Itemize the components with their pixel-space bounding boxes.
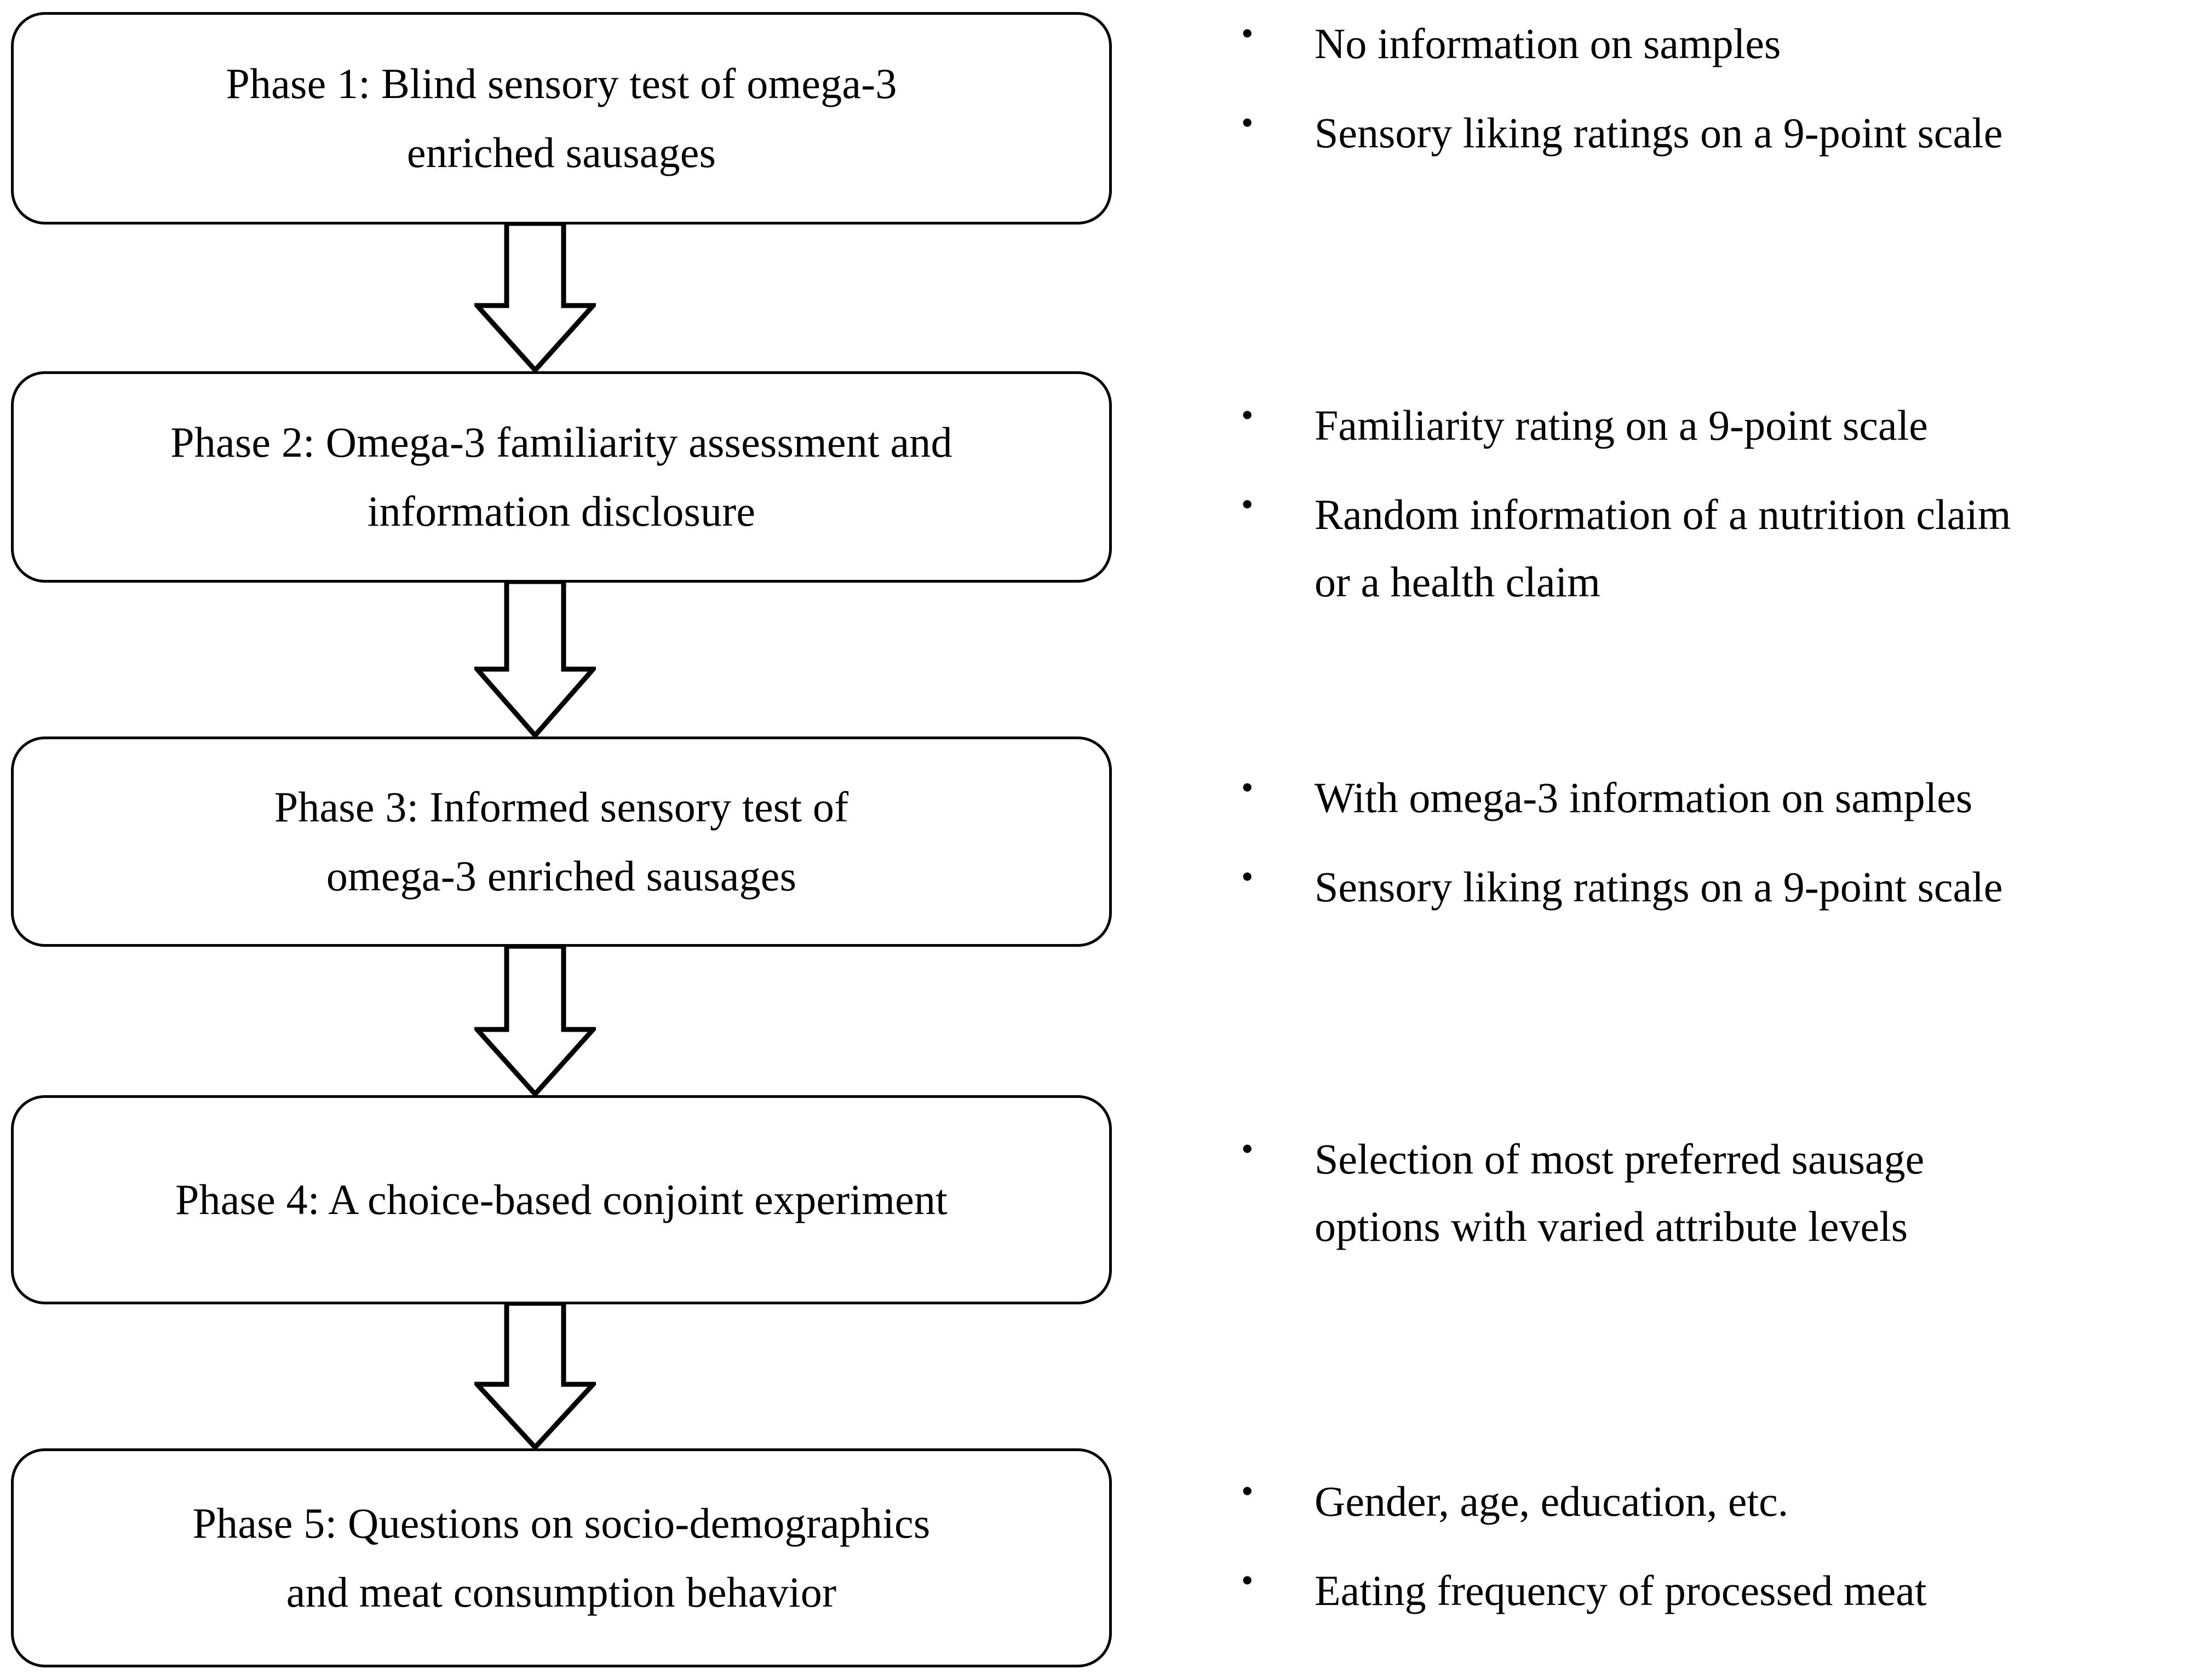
bullet-text: No information on samples — [1315, 20, 1781, 67]
list-item: • No information on samples — [1232, 10, 2196, 77]
phase-box-5-label: Phase 5: Questions on socio-demographics… — [192, 1499, 931, 1616]
phase-box-1: Phase 1: Blind sensory test of omega-3 e… — [11, 12, 1112, 225]
bullet-dot-icon: • — [1241, 14, 1254, 53]
phase-3-bullet-list: • With omega-3 information on samples • … — [1232, 764, 2196, 942]
list-item: • Sensory liking ratings on a 9-point sc… — [1232, 853, 2196, 920]
bullet-dot-icon: • — [1241, 1561, 1254, 1600]
phase-box-2-label: Phase 2: Omega-3 familiarity assessment … — [170, 418, 952, 535]
bullet-text: Selection of most preferred sausage opti… — [1315, 1135, 1925, 1251]
bullet-text: Random information of a nutrition claim … — [1315, 491, 2011, 606]
phase-4-bullet-list: • Selection of most preferred sausage op… — [1232, 1125, 2196, 1282]
phase-box-1-label: Phase 1: Blind sensory test of omega-3 e… — [226, 59, 897, 176]
bullet-dot-icon: • — [1241, 103, 1254, 142]
phase-box-3-label: Phase 3: Informed sensory test of omega-… — [274, 783, 849, 900]
bullet-text: With omega-3 information on samples — [1315, 774, 1973, 821]
list-item: • Eating frequency of processed meat — [1232, 1557, 2196, 1624]
list-item: • Sensory liking ratings on a 9-point sc… — [1232, 99, 2196, 166]
phase-box-3: Phase 3: Informed sensory test of omega-… — [11, 737, 1112, 947]
bullet-text: Gender, age, education, etc. — [1315, 1477, 1789, 1525]
phase-box-5: Phase 5: Questions on socio-demographics… — [11, 1448, 1112, 1667]
list-item: • Gender, age, education, etc. — [1232, 1468, 2196, 1535]
list-item: • Random information of a nutrition clai… — [1232, 481, 2196, 615]
down-arrow-icon-1 — [474, 223, 596, 372]
phase-5-bullet-list: • Gender, age, education, etc. • Eating … — [1232, 1468, 2196, 1646]
list-item: • Selection of most preferred sausage op… — [1232, 1125, 2196, 1260]
bullet-text: Eating frequency of processed meat — [1315, 1567, 1927, 1615]
down-arrow-icon-4 — [474, 1303, 596, 1449]
bullet-dot-icon: • — [1241, 768, 1254, 807]
list-item: • Familiarity rating on a 9-point scale — [1232, 392, 2196, 459]
bullet-dot-icon: • — [1241, 395, 1254, 434]
phase-2-bullet-list: • Familiarity rating on a 9-point scale … — [1232, 392, 2196, 638]
down-arrow-icon-2 — [474, 582, 596, 738]
bullet-dot-icon: • — [1241, 485, 1254, 524]
phase-box-2: Phase 2: Omega-3 familiarity assessment … — [11, 371, 1112, 583]
bullet-text: Sensory liking ratings on a 9-point scal… — [1315, 863, 2003, 911]
phase-box-4: Phase 4: A choice-based conjoint experim… — [11, 1095, 1112, 1304]
phase-box-4-label: Phase 4: A choice-based conjoint experim… — [175, 1175, 948, 1223]
bullet-text: Sensory liking ratings on a 9-point scal… — [1315, 109, 2003, 157]
bullet-dot-icon: • — [1241, 1129, 1254, 1168]
bullet-dot-icon: • — [1241, 857, 1254, 896]
bullet-dot-icon: • — [1241, 1471, 1254, 1510]
list-item: • With omega-3 information on samples — [1232, 764, 2196, 831]
phase-1-bullet-list: • No information on samples • Sensory li… — [1232, 10, 2196, 188]
bullet-text: Familiarity rating on a 9-point scale — [1315, 401, 1928, 449]
down-arrow-icon-3 — [474, 946, 596, 1096]
